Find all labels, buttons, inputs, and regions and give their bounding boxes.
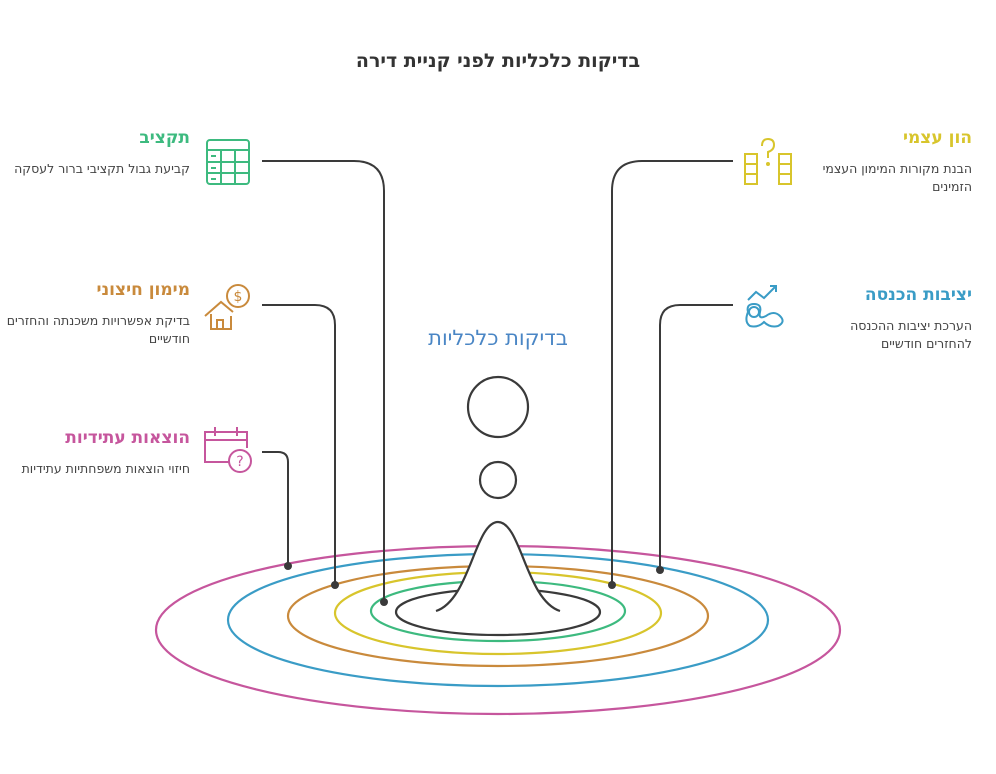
- connector-budget: [262, 160, 385, 602]
- item-description: קביעת גבול תקציבי ברור לעסקה: [14, 161, 190, 176]
- trend-scribble-icon: [745, 285, 784, 328]
- item-expenses: הוצאות עתידיות חיזוי הוצאות משפחתיות עתי…: [0, 428, 190, 478]
- item-heading: יציבות הכנסה: [864, 285, 972, 305]
- house-dollar-icon: $: [204, 284, 250, 330]
- item-budget: תקציב קביעת גבול תקציבי ברור לעסקה: [0, 128, 190, 178]
- item-heading: מימון חיצוני: [96, 280, 190, 300]
- connector-income: [659, 304, 733, 570]
- connector-equity: [611, 160, 733, 585]
- center-label: בדיקות כלכליות: [428, 326, 568, 350]
- item-heading: הוצאות עתידיות: [65, 428, 190, 448]
- calendar-question-icon: ?: [204, 427, 252, 473]
- drop-small: [478, 460, 518, 500]
- connector-expenses: [262, 451, 289, 566]
- drop-splash: [436, 522, 560, 620]
- drop-large: [466, 375, 530, 439]
- item-external: מימון חיצוני בדיקת אפשרויות משכנתה והחזר…: [0, 280, 190, 348]
- item-equity: הון עצמי הבנת מקורות המימון העצמי הזמיני…: [807, 128, 972, 196]
- coins-question-icon: [744, 137, 792, 185]
- svg-text:?: ?: [236, 454, 243, 470]
- connector-external: [262, 304, 336, 585]
- item-description: חיזוי הוצאות משפחתיות עתידיות: [21, 461, 190, 476]
- item-description: הבנת מקורות המימון העצמי הזמינים: [822, 161, 972, 194]
- svg-text:$: $: [234, 289, 243, 305]
- item-income: יציבות הכנסה הערכת יציבות ההכנסה להחזרים…: [807, 285, 972, 353]
- item-heading: הון עצמי: [903, 128, 972, 148]
- spreadsheet-icon: [206, 139, 250, 185]
- item-description: הערכת יציבות ההכנסה להחזרים חודשיים: [850, 318, 972, 351]
- page-title: בדיקות כלכליות לפני קניית דירה: [355, 50, 641, 72]
- item-description: בדיקת אפשרויות משכנתה והחזרים חודשיים: [6, 313, 190, 346]
- item-heading: תקציב: [139, 128, 190, 148]
